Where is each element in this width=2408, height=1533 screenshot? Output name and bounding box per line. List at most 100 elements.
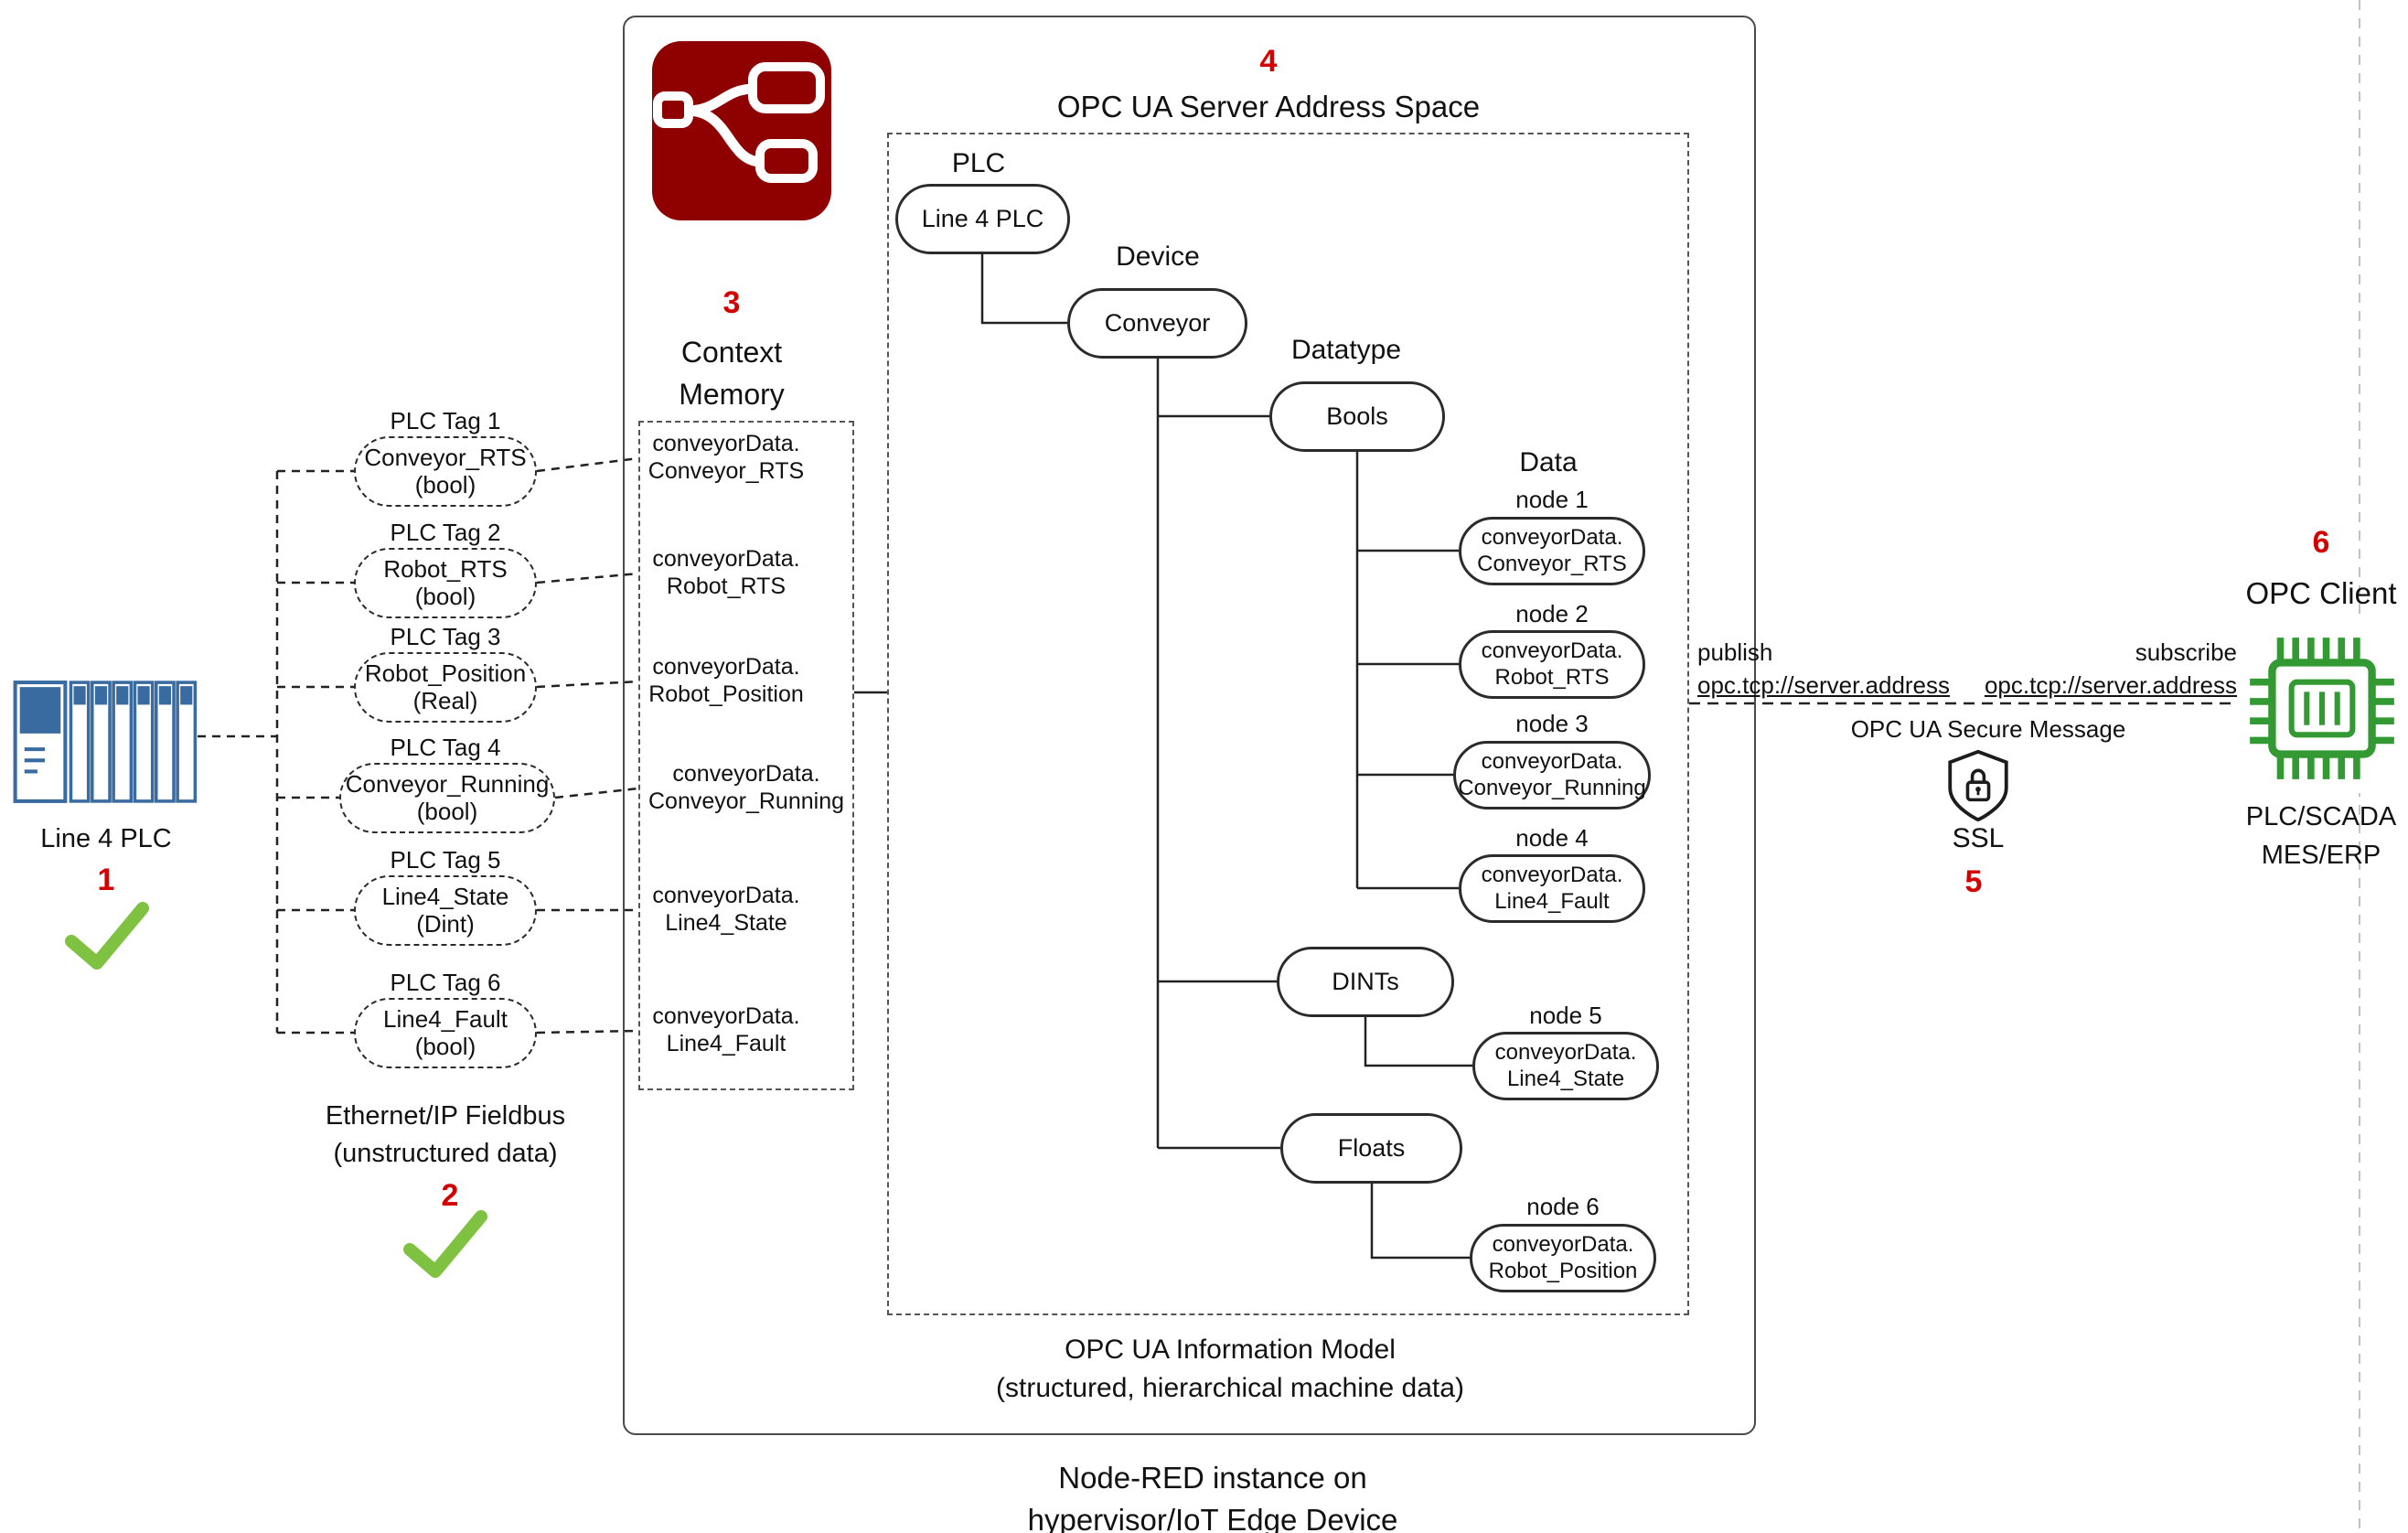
entry-line1: conveyorData.: [652, 654, 800, 680]
context-entry: conveyorData. Line4_Fault: [644, 1002, 808, 1057]
node-line2: Line4_State: [1506, 1066, 1625, 1091]
level-label-datatype: Datatype: [1290, 335, 1402, 365]
entry-line2: Robot_Position: [648, 681, 804, 707]
step-2-badge: 2: [441, 1178, 459, 1213]
check-icon-1: [65, 902, 149, 970]
node-line1: conveyorData.: [1494, 1040, 1637, 1066]
ssl-badge-icon: [1948, 749, 2008, 822]
node-line2: Line4_Fault: [1494, 888, 1610, 914]
publish-address[interactable]: opc.tcp://server.address: [1697, 671, 1951, 699]
infomodel-footer: OPC UA Information Model (structured, hi…: [910, 1331, 1550, 1408]
entry-line2: Robot_RTS: [666, 574, 787, 599]
tag-label-3: PLC Tag 3: [390, 623, 501, 650]
tag-label-6: PLC Tag 6: [390, 969, 501, 996]
fieldbus-line2: (unstructured data): [333, 1139, 558, 1169]
node-label-4: node 4: [1515, 824, 1589, 852]
tag-type: (bool): [414, 470, 476, 498]
nodered-box: [623, 16, 1756, 1435]
context-title: Context Memory: [594, 331, 869, 416]
tree-pill-plc-label: Line 4 PLC: [921, 204, 1044, 232]
context-step-badge: 3: [722, 285, 741, 320]
client-line1: PLC/SCADA: [2245, 802, 2397, 831]
level-label-data: Data: [1519, 447, 1578, 477]
node-label-6: node 6: [1526, 1193, 1600, 1220]
tag-pill-4: Conveyor_Running (bool): [339, 763, 555, 833]
fieldbus-line1: Ethernet/IP Fieldbus: [325, 1101, 566, 1131]
node-pill-6: conveyorData. Robot_Position: [1470, 1224, 1656, 1292]
tree-pill-plc: Line 4 PLC: [895, 184, 1070, 254]
node-pill-2: conveyorData. Robot_RTS: [1459, 630, 1645, 699]
plc-icon: [13, 681, 198, 803]
context-entry: conveyorData. Line4_State: [644, 882, 808, 937]
tag-label-2: PLC Tag 2: [390, 519, 501, 546]
nodered-caption-line2: hypervisor/IoT Edge Device: [1027, 1503, 1398, 1533]
tag-pill-6: Line4_Fault (bool): [354, 998, 537, 1068]
entry-line1: conveyorData.: [672, 761, 820, 787]
entry-line2: Conveyor_Running: [647, 788, 845, 814]
context-title-line2: Memory: [679, 378, 785, 412]
entry-line1: conveyorData.: [652, 546, 800, 572]
entry-line2: Line4_State: [665, 910, 787, 936]
tree-pill-floats-label: Floats: [1337, 1133, 1406, 1162]
node-line2: Robot_Position: [1488, 1258, 1638, 1283]
tag-name: Robot_Position: [364, 659, 527, 687]
ssl-label: SSL: [1952, 823, 2005, 853]
infomodel-footer-line1: OPC UA Information Model: [1065, 1335, 1396, 1365]
node-pill-1: conveyorData. Conveyor_RTS: [1459, 517, 1645, 585]
node-line1: conveyorData.: [1481, 749, 1623, 775]
tag-label-5: PLC Tag 5: [390, 846, 501, 874]
node-line2: Conveyor_RTS: [1477, 551, 1627, 576]
context-entry: conveyorData. Conveyor_RTS: [644, 430, 808, 485]
tree-pill-dints: DINTs: [1277, 947, 1454, 1017]
client-systems-label: PLC/SCADA MES/ERP: [2184, 798, 2408, 874]
tag-type: (bool): [414, 582, 476, 610]
tag-type: (Dint): [416, 909, 475, 938]
node-label-1: node 1: [1515, 486, 1589, 513]
tag-type: (bool): [416, 797, 478, 825]
level-label-plc: PLC: [951, 148, 1006, 178]
node-label-2: node 2: [1515, 600, 1589, 627]
context-entry: conveyorData. Robot_Position: [644, 653, 808, 708]
tag-name: Robot_RTS: [383, 554, 508, 583]
fieldbus-label: Ethernet/IP Fieldbus (unstructured data): [262, 1098, 628, 1173]
node-pill-3: conveyorData. Conveyor_Running: [1453, 741, 1651, 809]
level-label-device: Device: [1116, 241, 1200, 272]
tag-pill-3: Robot_Position (Real): [354, 652, 537, 723]
tag-name: Line4_State: [381, 882, 509, 910]
node-line2: Conveyor_Running: [1458, 775, 1646, 800]
tag-label-4: PLC Tag 4: [390, 734, 501, 761]
infomodel-footer-line2: (structured, hierarchical machine data): [996, 1373, 1464, 1403]
tag-name: Line4_Fault: [383, 1004, 508, 1033]
tag-pill-5: Line4_State (Dint): [354, 875, 537, 946]
node-line1: conveyorData.: [1492, 1232, 1634, 1258]
node-line1: conveyorData.: [1481, 863, 1623, 888]
subscribe-address[interactable]: opc.tcp://server.address: [1984, 671, 2237, 699]
addrspace-box: [887, 133, 1689, 1315]
context-memory-box: [638, 421, 854, 1090]
chip-icon: [2239, 620, 2405, 794]
entry-line2: Line4_Fault: [666, 1031, 787, 1056]
tree-pill-device-label: Conveyor: [1104, 308, 1211, 337]
tree-pill-floats: Floats: [1280, 1113, 1462, 1184]
entry-line2: Conveyor_RTS: [647, 458, 805, 484]
tag-type: (Real): [412, 686, 478, 714]
node-pill-5: conveyorData. Line4_State: [1472, 1032, 1659, 1100]
node-line1: conveyorData.: [1481, 525, 1623, 551]
check-icon-2: [403, 1210, 487, 1278]
tree-pill-device: Conveyor: [1067, 288, 1247, 359]
secure-message-label: OPC UA Secure Message: [1850, 715, 2126, 743]
tag-label-1: PLC Tag 1: [390, 407, 501, 434]
tag-type: (bool): [414, 1032, 476, 1060]
nodered-caption: Node-RED instance on hypervisor/IoT Edge…: [847, 1457, 1579, 1533]
step-5-badge: 5: [1964, 864, 1983, 899]
tree-pill-bools-label: Bools: [1326, 402, 1388, 430]
step-1-badge: 1: [97, 863, 115, 897]
client-line2: MES/ERP: [2261, 841, 2381, 871]
opc-client-title: OPC Client: [2245, 576, 2397, 610]
node-label-3: node 3: [1515, 710, 1589, 737]
subscribe-label: subscribe: [2135, 638, 2237, 666]
plc-label: Line 4 PLC: [40, 824, 172, 853]
entry-line1: conveyorData.: [652, 431, 800, 456]
